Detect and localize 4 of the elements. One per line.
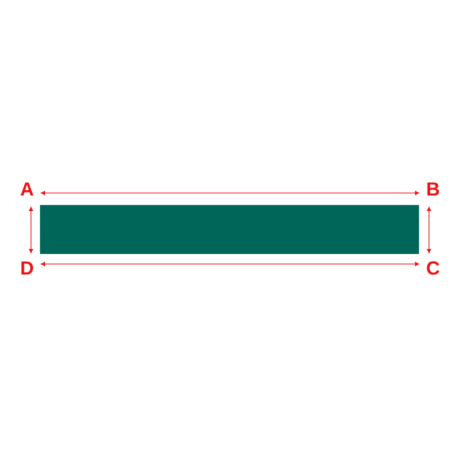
corner-label: B — [427, 182, 439, 196]
corner-label: D — [21, 261, 34, 275]
corner-label: C — [426, 261, 440, 275]
corner-label: A — [20, 182, 34, 196]
